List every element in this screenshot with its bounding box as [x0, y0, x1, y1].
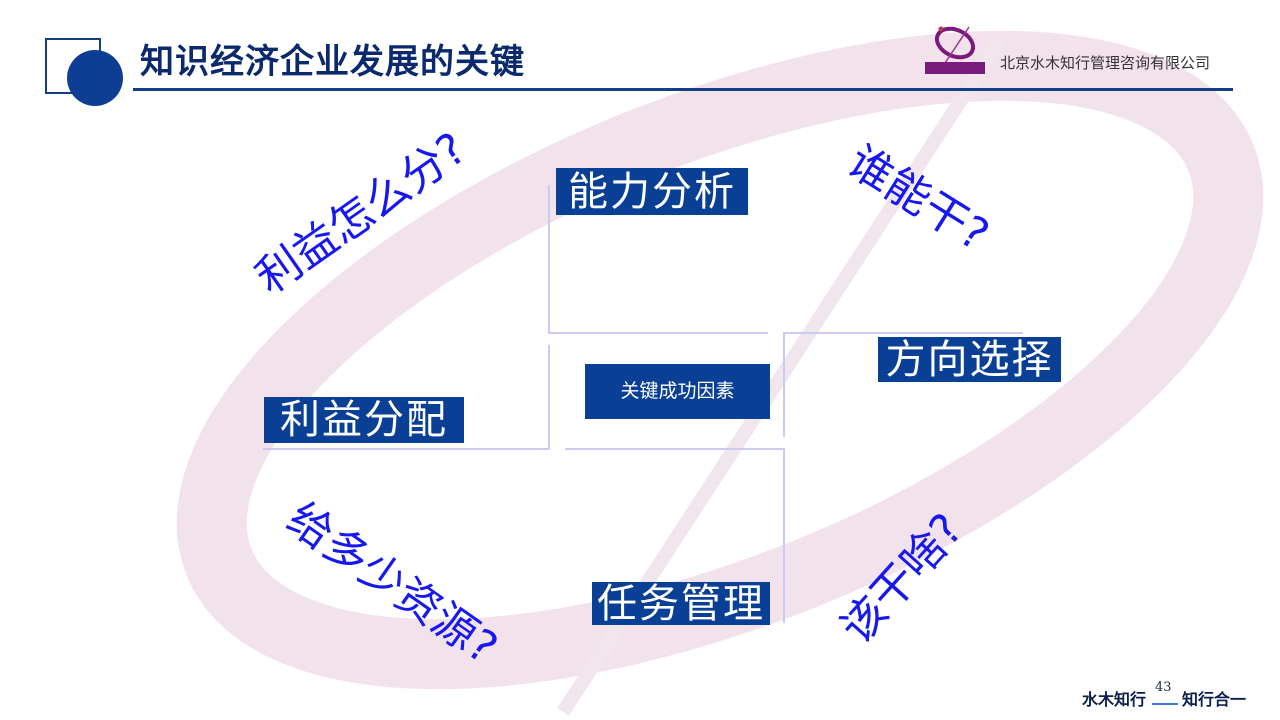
connector-line [548, 332, 768, 334]
footer-right-text: 知行合一 [1182, 690, 1247, 709]
header-circle-decoration [67, 50, 123, 106]
direction-choice-box: 方向选择 [878, 337, 1061, 382]
page-title: 知识经济企业发展的关键 [140, 42, 525, 82]
page-number: 43 [1155, 680, 1172, 695]
page-number-underline [1152, 703, 1178, 705]
connector-line [783, 332, 1023, 334]
task-management-box: 任务管理 [592, 582, 770, 625]
header-divider [133, 88, 1233, 91]
connector-line [548, 185, 550, 334]
capability-analysis-box: 能力分析 [556, 168, 748, 215]
connector-line [783, 448, 785, 623]
benefit-distribution-box: 利益分配 [264, 397, 464, 443]
key-success-factors-box: 关键成功因素 [585, 364, 770, 419]
connector-line [548, 345, 550, 450]
footer-left-text: 水木知行 [1082, 690, 1147, 709]
company-name: 北京水木知行管理咨询有限公司 [1000, 54, 1211, 72]
company-logo [925, 26, 985, 74]
connector-line [783, 332, 785, 437]
connector-line [565, 448, 785, 450]
connector-line [263, 448, 550, 450]
